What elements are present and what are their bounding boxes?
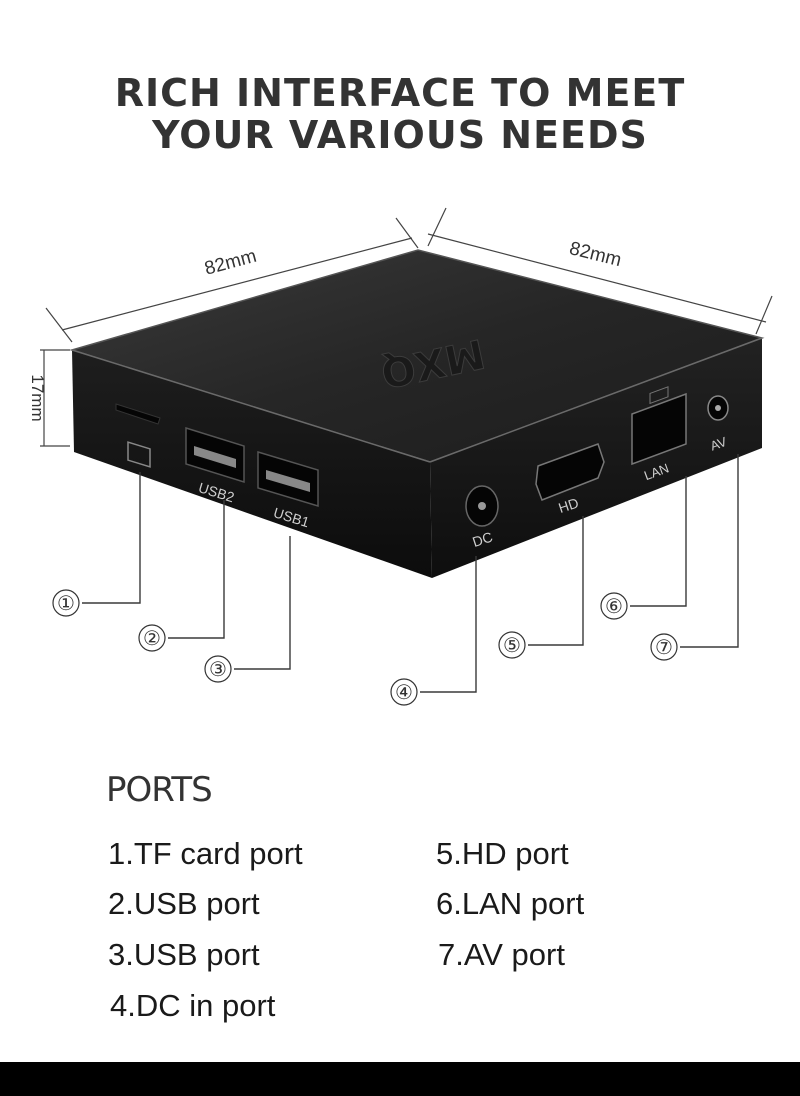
callout-7: ⑦ [655, 635, 673, 659]
dimension-left-width: 82mm [202, 246, 258, 280]
bottom-bar [0, 1062, 800, 1096]
port-item-6: 6.LAN port [436, 886, 585, 921]
port-item-2: 2.USB port [108, 886, 260, 921]
dc-port [465, 485, 499, 527]
callouts: ① ② ③ ④ ⑤ ⑥ ⑦ [52, 589, 678, 706]
headline: RICH INTERFACE TO MEET YOUR VARIOUS NEED… [0, 72, 800, 156]
device-diagram: 82mm 82mm 17mm MXQ USB2 USB1 DC HD LAN [28, 207, 773, 706]
callout-2: ② [143, 626, 161, 650]
dimension-height: 17mm [28, 374, 47, 421]
tf-card-slot [115, 403, 161, 468]
callout-4: ④ [395, 680, 413, 704]
callout-1: ① [57, 591, 75, 615]
callout-lines [82, 454, 739, 693]
port-item-5: 5.HD port [436, 836, 569, 871]
dimension-right-width: 82mm [567, 238, 623, 271]
av-label: AV [708, 434, 729, 454]
callout-5: ⑤ [503, 633, 521, 657]
av-port [707, 395, 729, 421]
port-item-7: 7.AV port [438, 937, 565, 972]
usb1-port [257, 450, 319, 508]
ports-heading: PORTS [106, 770, 213, 810]
headline-line-1: RICH INTERFACE TO MEET [114, 71, 686, 115]
headline-line-2: YOUR VARIOUS NEEDS [152, 113, 648, 157]
port-item-4: 4.DC in port [110, 988, 276, 1023]
port-item-1: 1.TF card port [108, 836, 303, 871]
callout-3: ③ [209, 657, 227, 681]
lan-port [631, 386, 687, 466]
dimension-lines [40, 207, 773, 447]
usb2-port [185, 426, 245, 484]
device-front-face [72, 350, 432, 578]
dc-label: DC [470, 529, 494, 550]
callout-6: ⑥ [605, 594, 623, 618]
hd-label: HD [556, 495, 580, 516]
port-item-3: 3.USB port [108, 937, 260, 972]
hd-port [535, 443, 605, 501]
